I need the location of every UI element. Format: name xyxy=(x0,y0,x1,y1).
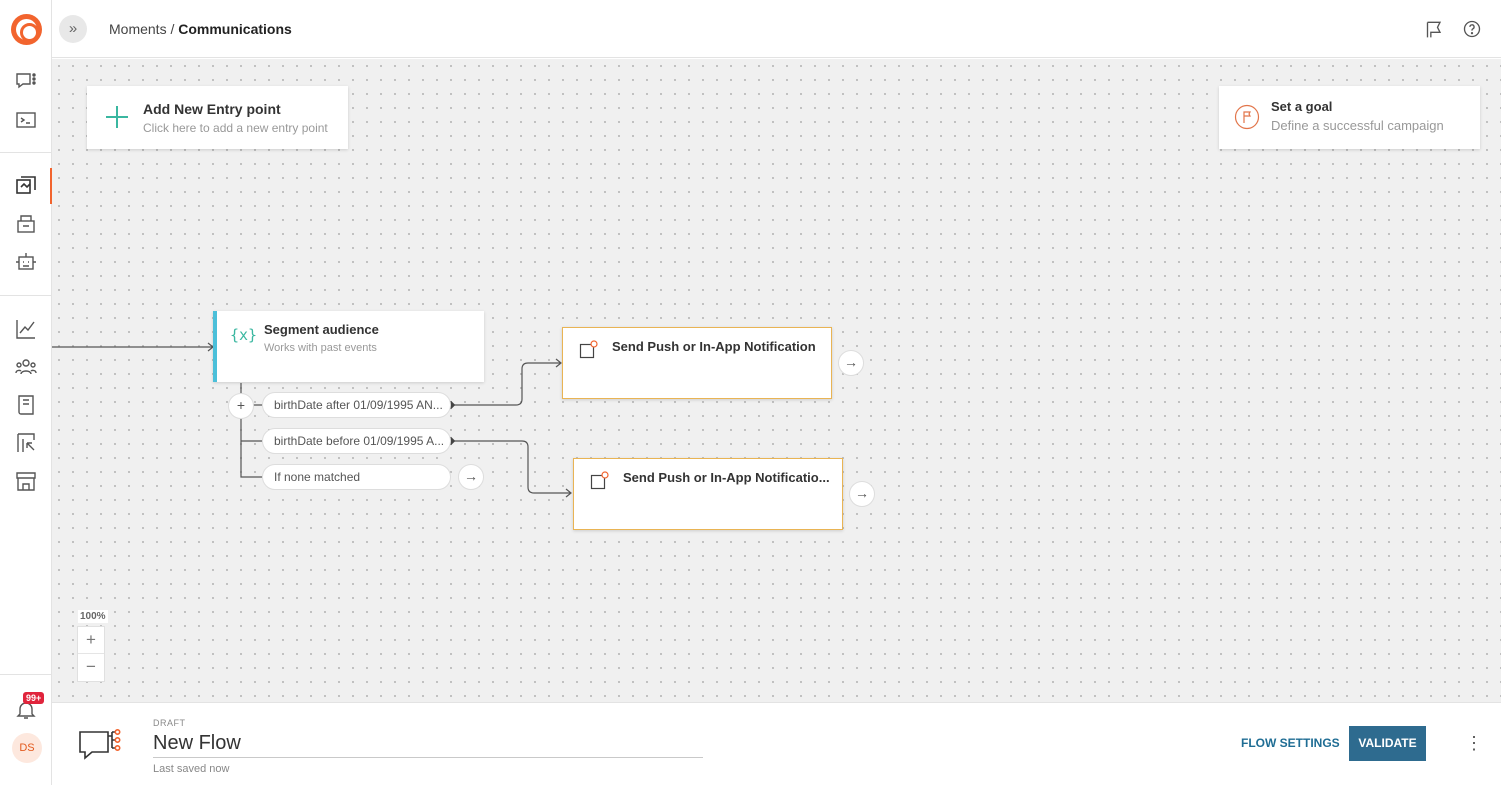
announcement-flag-icon[interactable] xyxy=(1425,19,1445,39)
entry-point-subtitle: Click here to add a new entry point xyxy=(143,121,328,135)
action-title: Send Push or In-App Notificatio... xyxy=(623,470,830,485)
next-step-button[interactable]: → xyxy=(458,464,484,490)
add-condition-button[interactable]: + xyxy=(228,393,254,419)
zoom-out-button[interactable]: − xyxy=(86,657,96,676)
help-icon[interactable] xyxy=(1462,19,1482,39)
moments-icon[interactable] xyxy=(14,174,38,198)
arrow-right-icon: → xyxy=(855,485,869,501)
variable-icon: {x} xyxy=(230,326,258,344)
add-entry-point-card[interactable]: Add New Entry point Click here to add a … xyxy=(87,86,348,149)
segment-title: Segment audience xyxy=(264,322,379,337)
arrow-right-icon: → xyxy=(844,354,858,370)
left-rail: 99+ DS xyxy=(0,0,52,785)
plus-icon: + xyxy=(236,397,246,413)
rail-divider xyxy=(0,674,52,675)
zoom-in-button[interactable]: + xyxy=(78,627,104,654)
goal-subtitle: Define a successful campaign xyxy=(1271,118,1444,133)
store-icon[interactable] xyxy=(14,469,38,493)
rail-divider xyxy=(0,152,52,153)
flow-chat-icon xyxy=(79,728,121,760)
goal-title: Set a goal xyxy=(1271,99,1333,114)
flow-canvas[interactable]: Add New Entry point Click here to add a … xyxy=(52,59,1501,702)
push-notification-node[interactable]: Send Push or In-App Notificatio... xyxy=(573,458,843,530)
entry-point-title: Add New Entry point xyxy=(143,101,281,117)
condition-pill[interactable]: birthDate after 01/09/1995 AN... xyxy=(262,392,451,418)
goal-flag-icon xyxy=(1234,104,1260,130)
people-icon[interactable] xyxy=(14,355,38,379)
arrow-right-icon: → xyxy=(464,468,478,484)
flow-name-input[interactable]: New Flow xyxy=(153,732,703,758)
status-label: DRAFT xyxy=(153,718,186,728)
plus-icon xyxy=(106,106,128,128)
expand-sidebar-button[interactable]: » xyxy=(59,15,87,43)
notification-icon xyxy=(579,340,598,359)
validate-button[interactable]: VALIDATE xyxy=(1349,726,1426,761)
last-saved-text: Last saved now xyxy=(153,763,230,775)
documents-icon[interactable] xyxy=(14,212,38,236)
next-step-button[interactable]: → xyxy=(849,481,875,507)
zoom-level: 100% xyxy=(78,610,108,623)
push-notification-node[interactable]: Send Push or In-App Notification xyxy=(562,327,832,399)
zoom-controls: + − xyxy=(77,626,105,682)
set-goal-card[interactable]: Set a goal Define a successful campaign xyxy=(1219,86,1480,149)
app-logo-icon[interactable] xyxy=(11,14,42,45)
bot-icon[interactable] xyxy=(14,250,38,274)
rail-divider xyxy=(0,295,52,296)
condition-pill-none-matched[interactable]: If none matched xyxy=(262,464,451,490)
segment-audience-node[interactable]: {x} Segment audience Works with past eve… xyxy=(213,311,484,382)
breadcrumb-current: Communications xyxy=(178,21,292,37)
notifications-badge: 99+ xyxy=(23,692,45,704)
condition-pill[interactable]: birthDate before 01/09/1995 A... xyxy=(262,428,451,454)
breadcrumb: Moments / Communications xyxy=(109,21,292,37)
breadcrumb-parent[interactable]: Moments xyxy=(109,21,167,37)
more-options-icon[interactable]: ⋮ xyxy=(1465,733,1483,753)
avatar[interactable]: DS xyxy=(12,733,42,763)
exports-icon[interactable] xyxy=(14,431,38,455)
notification-icon xyxy=(590,471,609,490)
segment-subtitle: Works with past events xyxy=(264,342,377,354)
flow-settings-button[interactable]: FLOW SETTINGS xyxy=(1241,736,1340,750)
terminal-icon[interactable] xyxy=(14,108,38,132)
top-header: » Moments / Communications xyxy=(52,0,1501,58)
conversations-icon[interactable] xyxy=(14,69,38,93)
active-indicator xyxy=(50,168,52,204)
book-icon[interactable] xyxy=(14,393,38,417)
breadcrumb-separator: / xyxy=(166,21,179,37)
double-chevron-right-icon: » xyxy=(68,20,78,37)
next-step-button[interactable]: → xyxy=(838,350,864,376)
analytics-icon[interactable] xyxy=(14,317,38,341)
action-title: Send Push or In-App Notification xyxy=(612,339,816,354)
flow-footer: DRAFT New Flow Last saved now FLOW SETTI… xyxy=(52,702,1501,785)
